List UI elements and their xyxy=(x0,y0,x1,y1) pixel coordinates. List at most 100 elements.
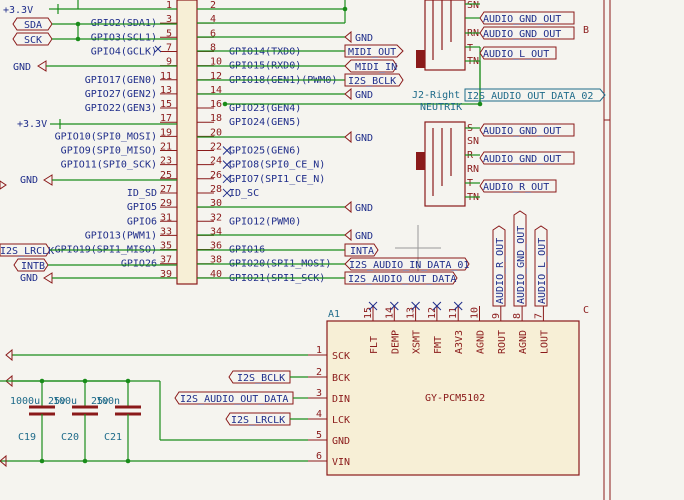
capacitor-ref: C20 xyxy=(61,432,79,443)
header-pin-num: 31 xyxy=(160,212,172,223)
header-pin-num: 13 xyxy=(160,85,172,96)
header-pin-num: 19 xyxy=(160,127,172,138)
header-pin-num: 29 xyxy=(160,198,172,209)
module-pin-name: GND xyxy=(332,436,350,447)
jack-bottom xyxy=(416,121,466,207)
capacitor-voltage: 25v xyxy=(48,396,66,407)
svg-text:I2S_AUDIO_IN_DATA_01: I2S_AUDIO_IN_DATA_01 xyxy=(349,260,469,271)
header-pin-num: 32 xyxy=(210,212,222,223)
module-pin-num: 4 xyxy=(316,409,322,420)
gnd-right-a: GND xyxy=(355,33,373,44)
header-pin-num: 40 xyxy=(210,269,222,280)
frame-row-b: B xyxy=(583,25,589,36)
svg-text:AUDIO_R_OUT: AUDIO_R_OUT xyxy=(483,182,549,193)
capacitor-value: 100u xyxy=(53,396,77,407)
header-pin-num: 37 xyxy=(160,255,172,266)
header-pin-num: 2 xyxy=(210,0,216,11)
net-label-i2s-audio-out xyxy=(344,271,458,285)
header-pin-num: 39 xyxy=(160,269,172,280)
module-label-gnd-out xyxy=(513,210,527,307)
header-pin-label: GPIO7(SPI1_CE_N) xyxy=(229,174,325,185)
header-pin-num: 14 xyxy=(210,85,222,96)
svg-text:I2S_AUDIO_OUT_DATA: I2S_AUDIO_OUT_DATA xyxy=(180,394,288,405)
module-pin-num: 7 xyxy=(533,313,544,319)
jack-j2-ref: J2-Right xyxy=(412,90,460,101)
module-pin-num: 8 xyxy=(512,313,523,319)
header-pin-num: 9 xyxy=(166,57,172,68)
header-pin-num: 35 xyxy=(160,241,172,252)
header-pin-num: 11 xyxy=(160,71,172,82)
svg-text:I2S_LRCLK: I2S_LRCLK xyxy=(0,246,54,257)
header-pin-label: GPIO17(GEN0) xyxy=(85,75,157,86)
capacitor-ref: C21 xyxy=(104,432,122,443)
header-pin-num: 22 xyxy=(210,142,222,153)
header-pin-label: GPIO6 xyxy=(127,216,157,227)
header-pin-num: 25 xyxy=(160,170,172,181)
module-pin-name: LCK xyxy=(332,415,350,426)
header-pin-label: GPIO9(SPI0_MISO) xyxy=(61,146,157,157)
capacitor-ref: C19 xyxy=(18,432,36,443)
module-pin-name: DEMP xyxy=(390,330,401,354)
svg-text:INTB: INTB xyxy=(21,261,45,272)
header-pin-label: GPIO27(GEN2) xyxy=(85,89,157,100)
gnd-right-c: GND xyxy=(355,133,373,144)
header-pin-num: 16 xyxy=(210,99,222,110)
gnd-left-2: GND xyxy=(20,175,38,186)
header-pin-label: GPIO22(GEN3) xyxy=(85,103,157,114)
header-pin-num: 33 xyxy=(160,226,172,237)
svg-text:AUDIO_GND_OUT: AUDIO_GND_OUT xyxy=(483,14,561,25)
gnd-right-e: GND xyxy=(355,231,373,242)
header-pin-label: GPIO14(TXD0) xyxy=(229,46,301,57)
header-pin-label: ID_SC xyxy=(229,188,259,199)
svg-text:RN: RN xyxy=(467,164,479,175)
module-pin-num: 10 xyxy=(470,307,481,319)
header-pin-num: 23 xyxy=(160,156,172,167)
module-pin-name: FMT xyxy=(433,336,444,354)
gnd-symbol-left-1 xyxy=(37,60,47,72)
header-pin-num: 10 xyxy=(210,57,222,68)
module-pin-num: 2 xyxy=(316,367,322,378)
net-label-inta xyxy=(344,243,379,257)
header-pin-num: 20 xyxy=(210,127,222,138)
module-pin-name: FLT xyxy=(369,336,380,354)
svg-text:SN: SN xyxy=(467,136,479,147)
header-pin-num: 3 xyxy=(166,14,172,25)
gnd-right-b: GND xyxy=(355,90,373,101)
header-pin-num: 6 xyxy=(210,28,216,39)
header-pin-label: GPIO26 xyxy=(121,259,157,270)
svg-text:SDA: SDA xyxy=(24,20,42,31)
header-pin-num: 26 xyxy=(210,170,222,181)
svg-text:I2S_AUDIO_OUT_DATA_02: I2S_AUDIO_OUT_DATA_02 xyxy=(467,91,593,102)
svg-text:INTA: INTA xyxy=(350,246,374,257)
module-pin-num: 9 xyxy=(491,313,502,319)
net-label-midi-out xyxy=(344,44,404,58)
header-pin-num: 12 xyxy=(210,71,222,82)
svg-text:AUDIO_GND_OUT: AUDIO_GND_OUT xyxy=(483,154,561,165)
header-pin-num: 1 xyxy=(166,0,172,11)
header-pin-num: 17 xyxy=(160,113,172,124)
jack-bottom-label-gnd-2 xyxy=(479,151,575,165)
net-label-i2s-lrclk xyxy=(0,243,51,257)
svg-text:AUDIO_R_OUT: AUDIO_R_OUT xyxy=(495,238,506,304)
svg-text:SCK: SCK xyxy=(24,35,42,46)
module-pin-name: XSMT xyxy=(412,330,423,354)
header-pin-label: GPIO23(GEN4) xyxy=(229,103,301,114)
header-pin-label: GPIO4(GCLK) xyxy=(91,46,157,57)
svg-text:AUDIO_GND_OUT: AUDIO_GND_OUT xyxy=(516,226,527,304)
svg-text:MIDI_IN: MIDI_IN xyxy=(355,62,397,73)
svg-text:I2S_BCLK: I2S_BCLK xyxy=(348,76,396,87)
header-pin-num: 24 xyxy=(210,156,222,167)
module-pin-num: 5 xyxy=(316,430,322,441)
module-pin-num: 15 xyxy=(363,307,374,319)
module-pin-name: DIN xyxy=(332,394,350,405)
header-pin-num: 21 xyxy=(160,142,172,153)
header-pin-num: 7 xyxy=(166,42,172,53)
jack-bottom-label-r-out xyxy=(479,179,557,193)
plus-3v3-left: +3.3V xyxy=(17,119,47,130)
header-pin-label: GPIO8(SPI0_CE_N) xyxy=(229,160,325,171)
net-label-i2s-bclk xyxy=(344,73,404,87)
header-pin-label: ID_SD xyxy=(127,188,157,199)
module-pin-num: 11 xyxy=(448,307,459,319)
module-pin-name: BCK xyxy=(332,373,350,384)
